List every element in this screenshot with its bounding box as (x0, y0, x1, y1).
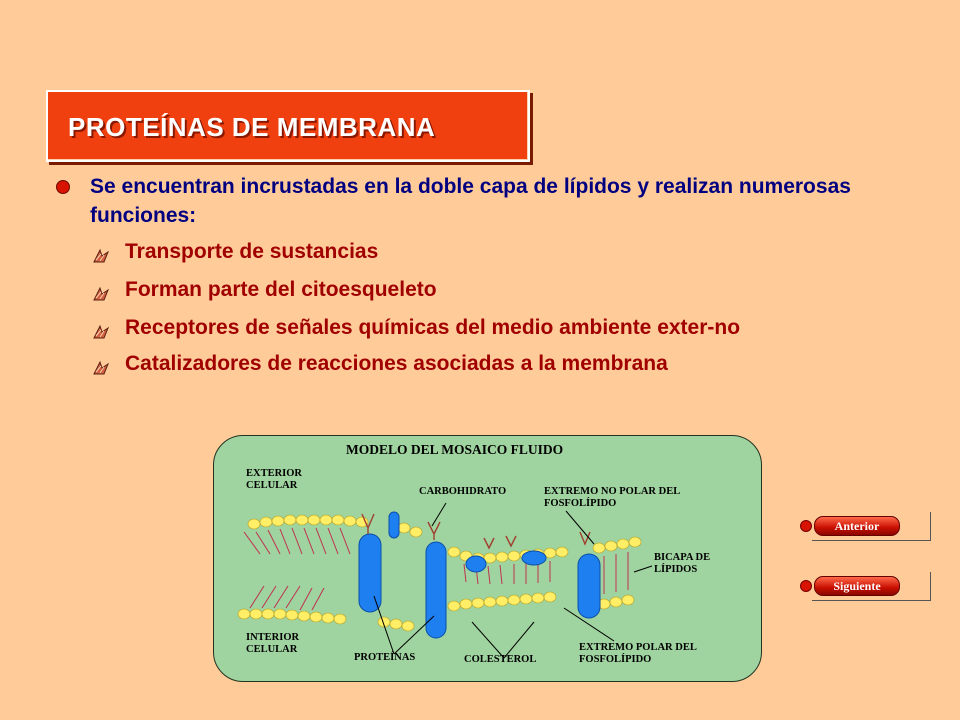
fluid-mosaic-diagram: MODELO DEL MOSAICO FLUIDO EXTERIOR CELUL… (213, 435, 762, 682)
list-item-label: Catalizadores de reacciones asociadas a … (125, 352, 668, 375)
previous-button[interactable]: Anterior (800, 512, 932, 542)
list-item: Catalizadores de reacciones asociadas a … (92, 352, 932, 382)
label-extremo-polar: EXTREMO POLAR DEL FOSFOLÍPIDO (579, 642, 697, 665)
membrane-bullet-icon (93, 286, 110, 301)
intro-text: Se encuentran incrustadas en la doble ca… (90, 175, 851, 227)
next-button[interactable]: Siguiente (800, 572, 932, 602)
label-bicapa: BICAPA DE LÍPIDOS (654, 552, 711, 575)
list-item: Transporte de sustancias (92, 240, 932, 270)
diagram-title: MODELO DEL MOSAICO FLUIDO (346, 442, 564, 457)
bullet-icon (56, 180, 70, 194)
membrane-bullet-icon (93, 360, 110, 375)
membrane-illustration (237, 502, 653, 659)
list-item-label: Transporte de sustancias (125, 240, 379, 263)
label-colesterol: COLESTEROL (464, 654, 537, 665)
list-item-label: Receptores de señales químicas del medio… (125, 316, 741, 339)
list-item-label: Forman parte del citoesqueleto (125, 278, 437, 301)
membrane-bullet-icon (93, 248, 110, 263)
membrane-bullet-icon (93, 324, 110, 339)
bullet-icon (800, 520, 812, 532)
list-item: Receptores de señales químicas del medio… (92, 316, 932, 346)
next-button-label[interactable]: Siguiente (814, 576, 900, 596)
label-proteinas: PROTEÍNAS (354, 652, 416, 663)
label-interior: INTERIOR CELULAR (246, 632, 300, 655)
label-extremo-no-polar: EXTREMO NO POLAR DEL FOSFOLÍPIDO (544, 486, 681, 509)
label-carbohidrato: CARBOHIDRATO (419, 486, 507, 497)
label-exterior: EXTERIOR CELULAR (246, 468, 303, 491)
list-item: Forman parte del citoesqueleto (92, 278, 932, 308)
slide-title: PROTEÍNAS DE MEMBRANA (68, 112, 436, 142)
bullet-icon (800, 580, 812, 592)
title-box: PROTEÍNAS DE MEMBRANA (46, 90, 530, 162)
previous-button-label[interactable]: Anterior (814, 516, 900, 536)
